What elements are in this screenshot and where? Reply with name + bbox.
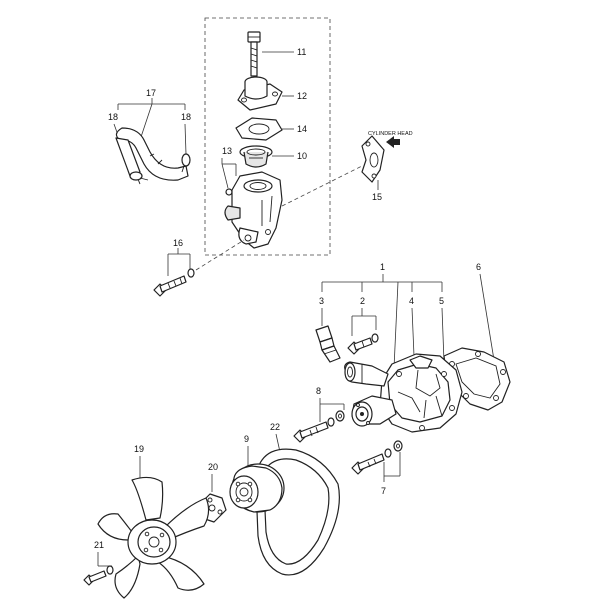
cylinder-head-label: CYLINDER HEAD [368, 131, 413, 137]
callout-15: 15 [372, 192, 382, 202]
callout-3: 3 [319, 296, 324, 306]
part-10-thermostat [239, 145, 273, 168]
part-18-clamp-right [181, 153, 191, 173]
callout-10: 10 [297, 151, 307, 161]
part-15-gasket [361, 135, 385, 183]
callout-17: 17 [146, 88, 156, 98]
part-19-fan [97, 476, 210, 599]
callout-18-right: 18 [181, 112, 191, 122]
callout-4: 4 [409, 296, 414, 306]
callout-20: 20 [208, 462, 218, 472]
part-8-bolt [293, 410, 345, 443]
part-11-bolt [247, 31, 261, 77]
part-18-clamp-left [129, 171, 149, 181]
part-17-hose [115, 127, 189, 185]
part-16-bolt [153, 275, 187, 297]
alignment-line-16 [195, 239, 245, 271]
part-21-bolt [83, 565, 114, 586]
part-9-pulley [229, 463, 285, 513]
water-pump-shaft [351, 395, 397, 427]
part-2-bolt [347, 333, 379, 355]
callout-8: 8 [316, 386, 321, 396]
callout-9: 9 [244, 434, 249, 444]
alignment-line-15 [281, 165, 363, 207]
part-12-thermostat-cover [237, 76, 283, 111]
thermostat-housing [224, 171, 283, 249]
part-7-bolt [351, 440, 403, 475]
callout-1: 1 [380, 262, 385, 272]
callout-2: 2 [360, 296, 365, 306]
part-3-sensor [315, 325, 341, 363]
callout-12: 12 [297, 91, 307, 101]
callout-6: 6 [476, 262, 481, 272]
arrow-icon [386, 136, 400, 148]
part-16-washer [187, 268, 195, 278]
callout-7: 7 [381, 486, 386, 496]
callout-19: 19 [134, 444, 144, 454]
callout-18-left: 18 [108, 112, 118, 122]
callout-11: 11 [297, 47, 306, 57]
callout-13: 13 [222, 146, 232, 156]
water-pump-inlet [344, 361, 389, 387]
callout-5: 5 [439, 296, 444, 306]
part-13-plug [225, 188, 233, 196]
callout-22: 22 [270, 422, 280, 432]
part-14-gasket [235, 117, 283, 141]
callout-14: 14 [297, 124, 307, 134]
callout-21: 21 [94, 540, 104, 550]
water-pump-body [379, 353, 463, 433]
callout-16: 16 [173, 238, 183, 248]
